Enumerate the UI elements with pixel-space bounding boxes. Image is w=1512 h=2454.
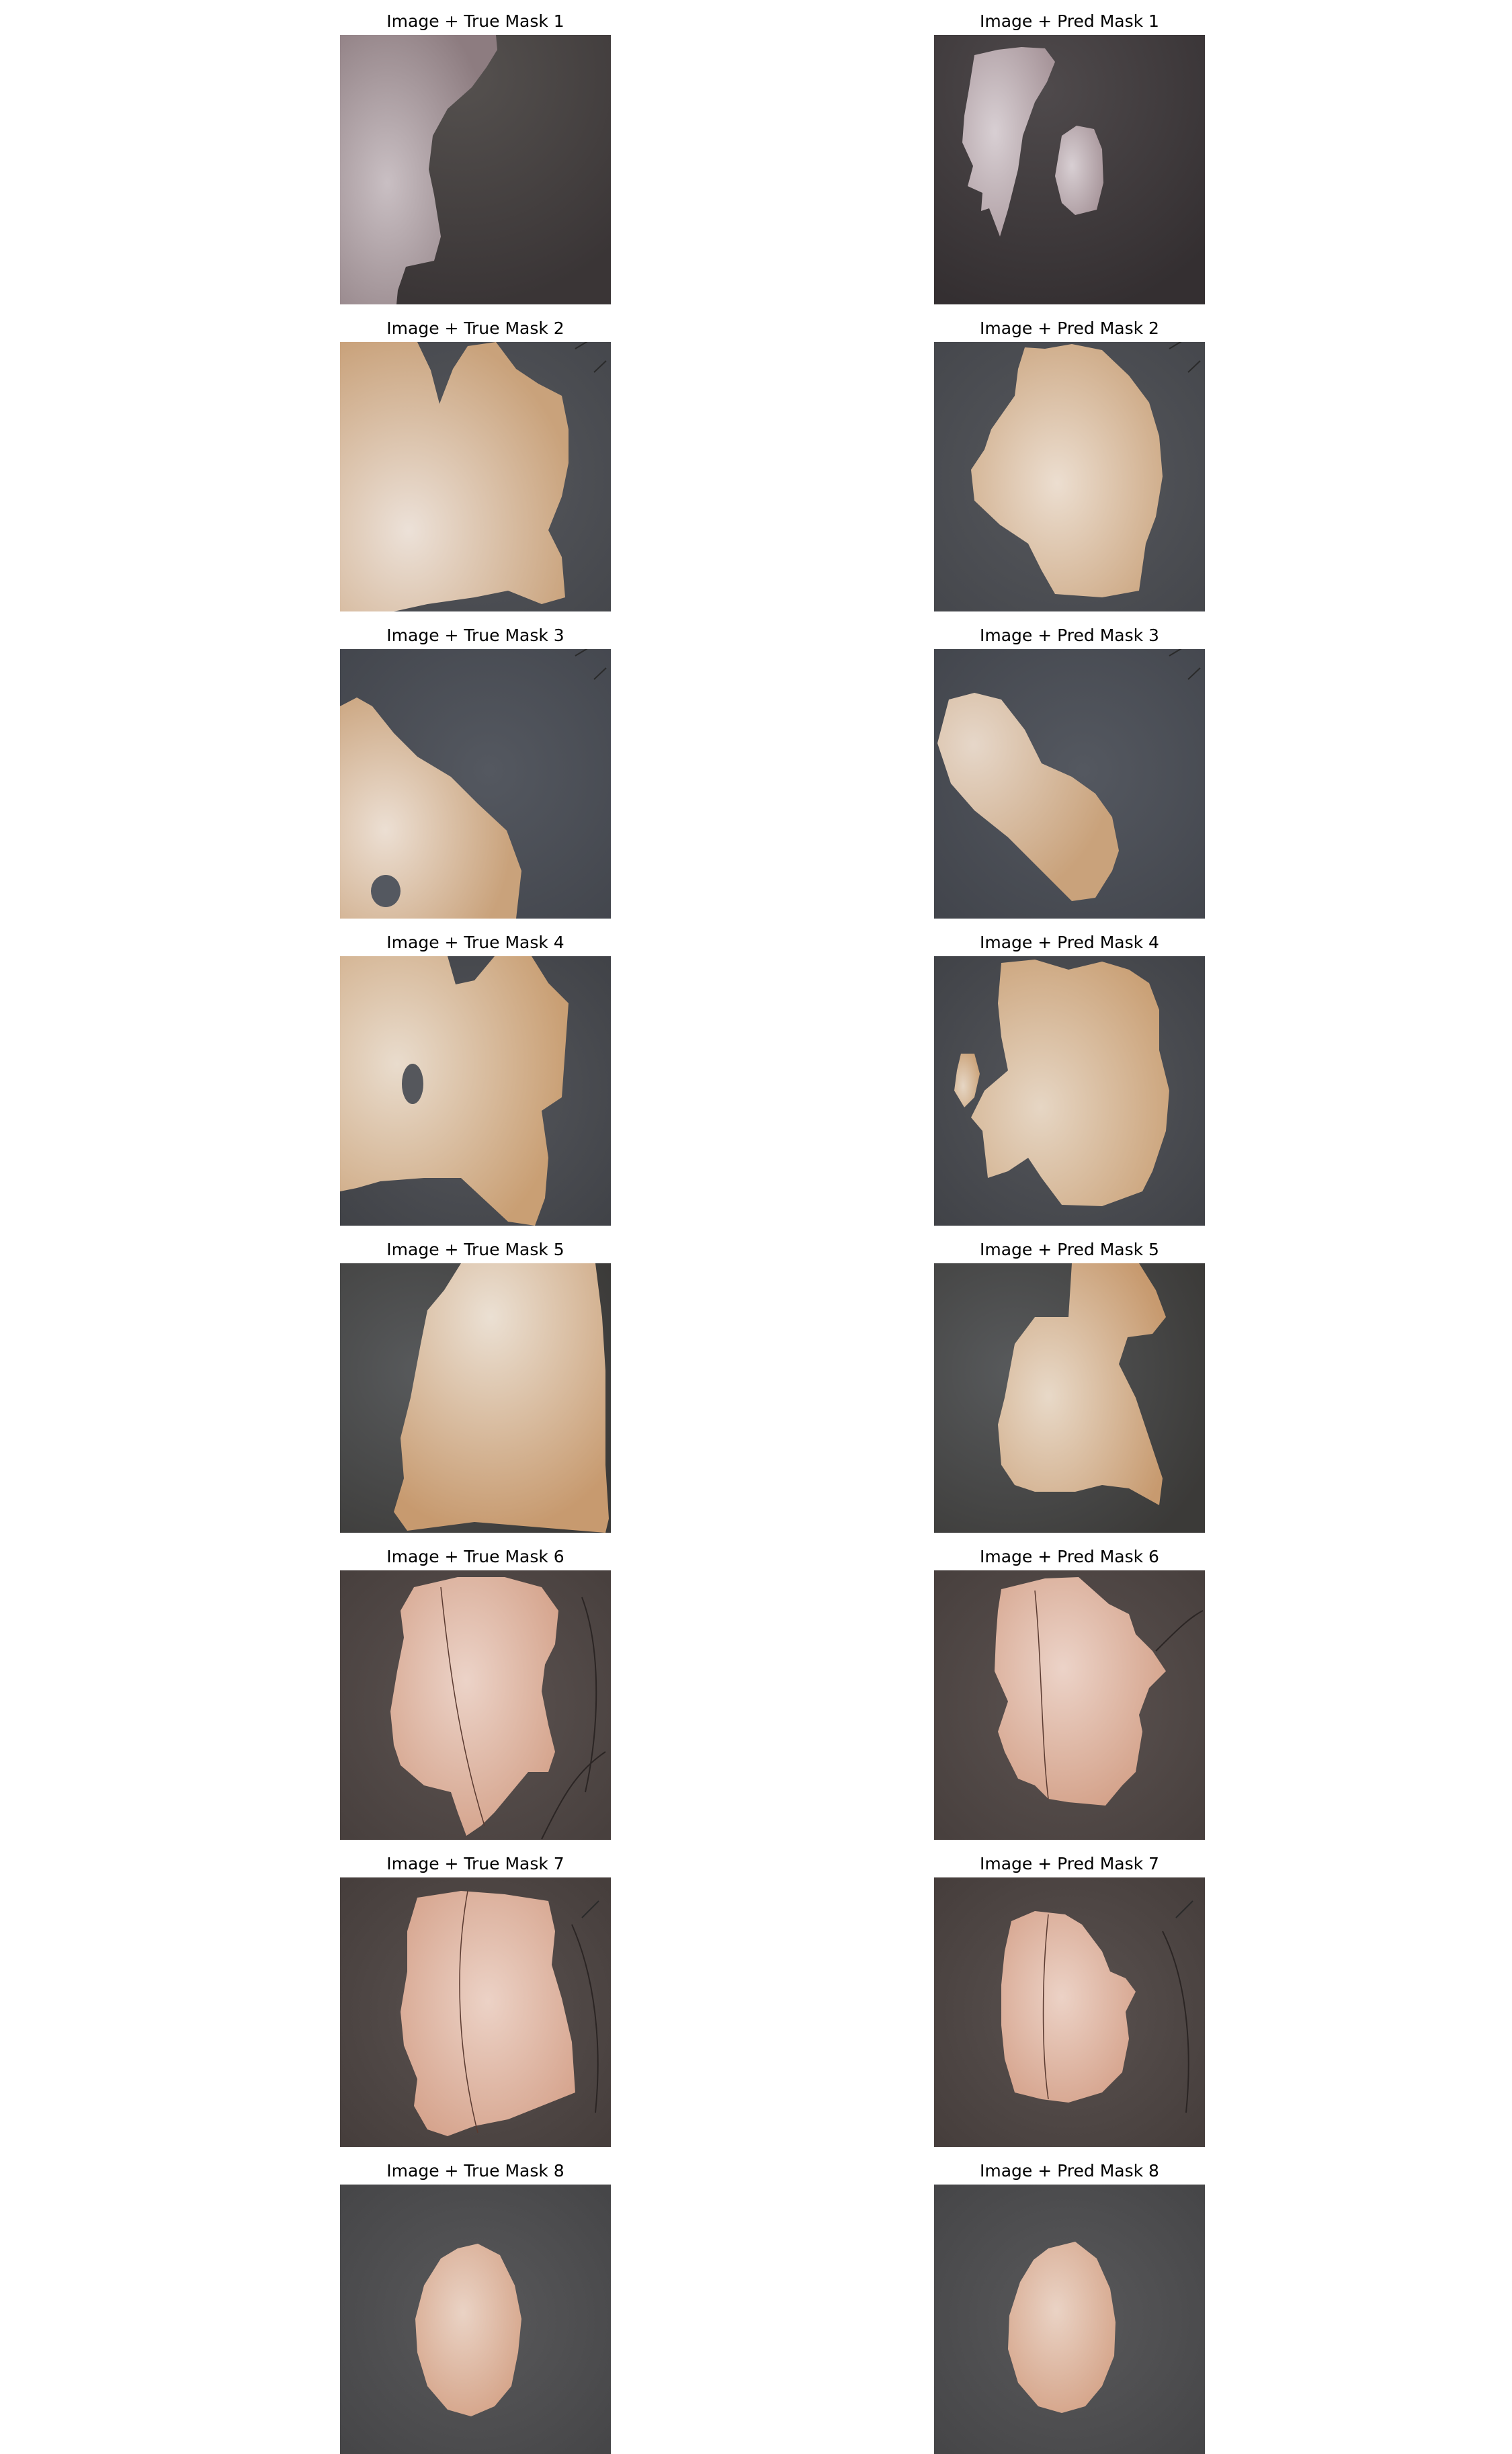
panel-title: Image + Pred Mask 3	[980, 626, 1159, 645]
panel-title: Image + Pred Mask 7	[980, 1854, 1159, 1873]
hair	[1155, 1610, 1204, 1652]
ruler-mark	[1187, 360, 1201, 373]
lesion-mask	[340, 697, 521, 919]
ruler-mark	[1187, 667, 1201, 680]
ruler-mark	[581, 1900, 599, 1918]
overlay-image	[340, 1263, 611, 1533]
panel-title: Image + Pred Mask 5	[980, 1240, 1159, 1259]
panel-title: Image + Pred Mask 1	[980, 11, 1159, 31]
hair	[581, 1597, 597, 1793]
panel-title: Image + True Mask 6	[386, 1547, 564, 1566]
overlay-image	[934, 2185, 1205, 2454]
lesion-mask	[340, 35, 497, 304]
lesion-mask	[390, 1577, 558, 1836]
lesion-mask	[401, 1891, 575, 2136]
overlay-image	[340, 2185, 611, 2454]
overlay-image	[934, 342, 1205, 611]
mask-hole	[402, 1064, 423, 1104]
panel-title: Image + True Mask 7	[386, 1854, 564, 1873]
lesion-mask	[340, 342, 569, 611]
ruler-mark	[575, 649, 588, 657]
lesion-mask	[962, 47, 1055, 237]
lesion-mask	[394, 1263, 609, 1533]
lesion-mask	[1001, 1911, 1136, 2103]
panel-title: Image + True Mask 4	[386, 933, 564, 952]
ruler-mark	[1175, 1900, 1193, 1918]
lesion-mask	[998, 1263, 1166, 1505]
overlay-image	[934, 956, 1205, 1226]
panel-title: Image + True Mask 8	[386, 2161, 564, 2181]
overlay-image	[340, 1877, 611, 2147]
panel-title: Image + Pred Mask 6	[980, 1547, 1159, 1566]
lesion-mask	[937, 693, 1119, 901]
overlay-image	[340, 342, 611, 611]
hair	[459, 1890, 478, 2133]
panel-title: Image + Pred Mask 4	[980, 933, 1159, 952]
overlay-image	[340, 35, 611, 304]
overlay-image	[934, 1570, 1205, 1840]
lesion-mask	[995, 1577, 1166, 1806]
overlay-image	[340, 956, 611, 1226]
lesion-mask	[971, 960, 1169, 1206]
overlay-image	[340, 649, 611, 919]
lesion-mask	[971, 344, 1163, 597]
ruler-mark	[593, 360, 607, 373]
hair	[1162, 1931, 1189, 2113]
hair	[571, 1924, 599, 2113]
panel-title: Image + True Mask 2	[386, 319, 564, 338]
overlay-image	[934, 1263, 1205, 1533]
hair	[1042, 1914, 1049, 2100]
hair	[1034, 1590, 1049, 1800]
panel-title: Image + Pred Mask 8	[980, 2161, 1159, 2181]
hair	[541, 1751, 606, 1840]
lesion-mask	[415, 2244, 521, 2416]
overlay-image	[934, 1877, 1205, 2147]
panel-title: Image + True Mask 1	[386, 11, 564, 31]
overlay-image	[934, 35, 1205, 304]
ruler-mark	[1169, 342, 1182, 349]
lesion-mask-fragment	[954, 1054, 980, 1107]
hair	[440, 1586, 485, 1826]
panel-title: Image + True Mask 5	[386, 1240, 564, 1259]
ruler-mark	[593, 667, 607, 680]
panel-title: Image + True Mask 3	[386, 626, 564, 645]
ruler-mark	[1169, 649, 1182, 657]
mask-hole	[371, 875, 401, 907]
lesion-mask	[340, 956, 569, 1226]
lesion-mask	[1008, 2242, 1116, 2413]
overlay-image	[934, 649, 1205, 919]
panel-title: Image + Pred Mask 2	[980, 319, 1159, 338]
overlay-image	[340, 1570, 611, 1840]
ruler-mark	[575, 342, 588, 349]
lesion-mask-fragment	[1055, 126, 1103, 215]
